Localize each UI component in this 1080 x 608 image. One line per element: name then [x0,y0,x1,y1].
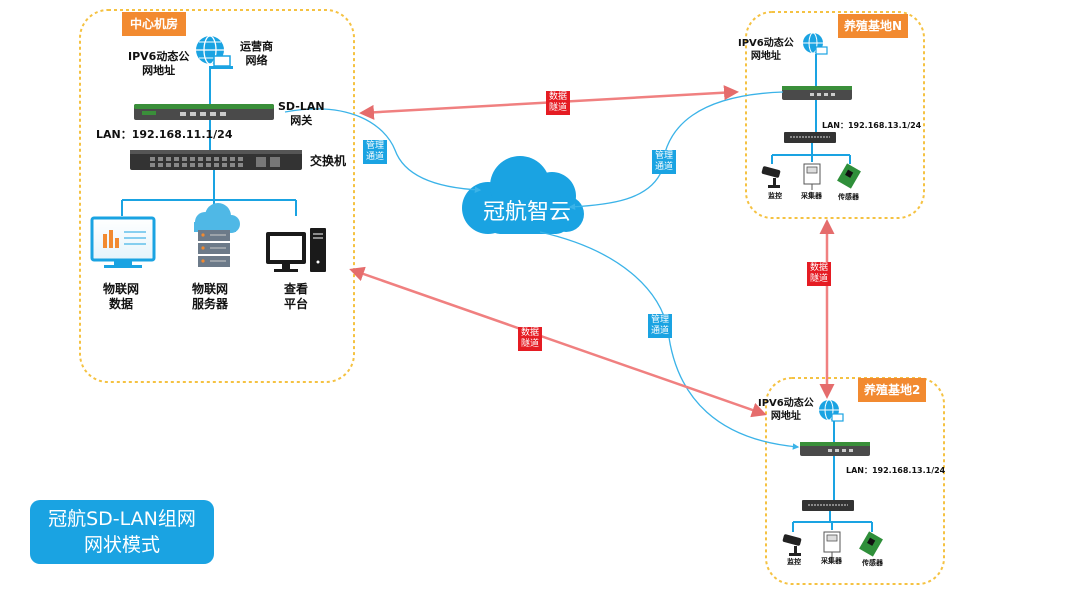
mgmt-channel-center [284,108,482,193]
site-2-router-icon [800,442,870,456]
iot-data-monitor-icon [90,216,156,268]
site-n-camera-icon [761,166,781,188]
data-tunnel-top-badge: 数据 隧道 [546,91,571,115]
mgmt-channel-site-n-badge: 管理 通道 [652,150,677,174]
data-tunnel-right-badge: 数据 隧道 [807,262,832,286]
zone-tag-center: 中心机房 [122,12,187,36]
iot-data-label: 物联网 数据 [103,282,140,311]
site-n-sensor-label: 传感器 [838,193,859,201]
iot-server-label: 物联网 服务器 [192,282,229,311]
view-platform-icon [266,228,326,272]
view-platform-label: 查看 平台 [284,282,309,311]
switch-icon [130,150,302,170]
site-2-globe-icon [819,399,844,422]
site-2-camera-icon [782,534,802,556]
globe-icon [196,35,233,69]
mode-title: 冠航SD-LAN组网 [48,508,196,530]
site-2-lan-label: LAN：192.168.13.1/24 [846,466,946,475]
site-n-camera-label: 监控 [768,192,782,200]
site-2-collector-label: 采集器 [821,557,842,565]
site-n-switch-icon [784,132,836,143]
site-2-switch-icon [802,500,854,511]
site-2-ipv6-label: IPV6动态公 网地址 [758,398,814,422]
data-tunnel-left-badge: 数据 隧道 [518,327,543,351]
cloud-label: 冠航智云 [482,200,571,225]
site-n-sensor-icon [837,163,861,189]
mgmt-channel-center-badge: 管理 通道 [363,140,388,164]
center-lan-label: LAN：192.168.11.1/24 [96,128,233,141]
site-n-collector-label: 采集器 [801,192,822,200]
site-2-collector-icon [823,531,841,558]
site-n-ipv6-label: IPV6动态公 网地址 [738,38,794,62]
zone-tag-site-2: 养殖基地2 [858,378,927,402]
sd-lan-gateway-icon [134,104,274,120]
center-isp-label: 运营商 网络 [240,40,273,67]
site-2-sensor-icon [859,531,883,557]
zone-site-n-border [745,11,925,219]
center-ipv6-label: IPV6动态公 网地址 [128,50,190,77]
site-n-collector-icon [803,163,821,190]
center-switch-label: 交换机 [310,154,347,168]
mgmt-channel-site-2-badge: 管理 通道 [648,314,673,338]
site-n-globe-icon [803,32,828,55]
site-n-router-icon [782,86,852,100]
zone-center-border [79,9,355,383]
site-2-sensor-label: 传感器 [862,559,883,567]
data-tunnel-left-line [349,266,767,418]
site-n-lan-label: LAN：192.168.13.1/24 [822,121,922,130]
mode-subtitle: 网状模式 [83,534,160,556]
center-gateway-label: SD-LAN 网关 [278,100,325,127]
mode-box: 冠航SD-LAN组网 网状模式 [30,500,214,564]
site-2-camera-label: 监控 [787,558,801,566]
zone-tag-site-n: 养殖基地N [838,14,909,38]
zone-site-2-border [765,377,945,585]
iot-server-icon [194,203,240,267]
mgmt-channel-site-n [568,91,784,210]
